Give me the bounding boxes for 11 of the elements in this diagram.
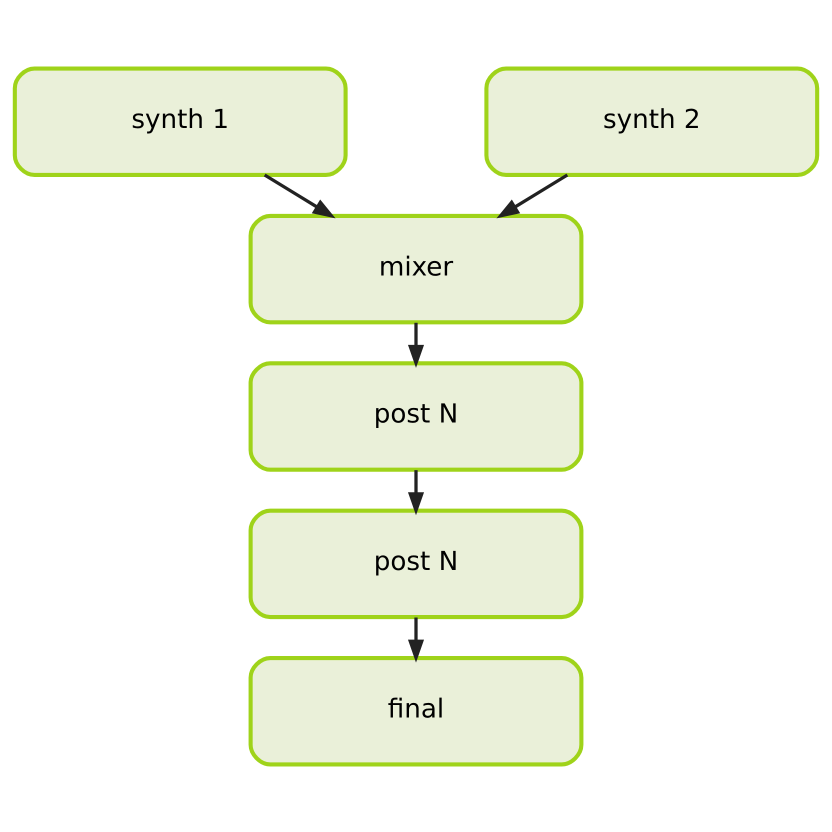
arrow — [408, 322, 424, 368]
arrow — [496, 173, 568, 218]
arrow — [264, 173, 336, 218]
node-box: synth 2 — [484, 66, 820, 177]
node-box: synth 1 — [12, 66, 348, 177]
node-box: mixer — [248, 213, 584, 324]
node-box: post N — [248, 360, 584, 472]
arrow — [408, 470, 424, 515]
node-box: final — [248, 655, 584, 766]
arrow — [408, 617, 424, 662]
node-box: post N — [248, 508, 584, 619]
